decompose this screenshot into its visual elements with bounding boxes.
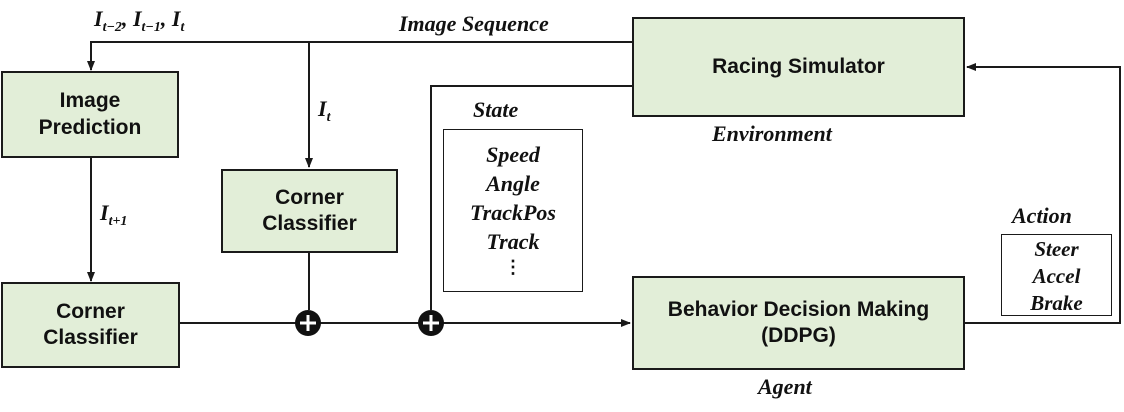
it1-label: It+1 — [100, 200, 128, 229]
state-item: TrackPos — [470, 200, 556, 225]
action-label: Action — [1012, 203, 1072, 228]
sum-junction-icon — [418, 310, 444, 336]
action-item: Steer — [1034, 237, 1079, 261]
state-item: Angle — [486, 171, 540, 196]
action-item: Brake — [1030, 291, 1083, 315]
it-label: It — [318, 96, 331, 125]
agent-label: Agent — [758, 374, 812, 399]
action-item: Accel — [1032, 264, 1081, 288]
sum-junction-icon — [295, 310, 321, 336]
state-item: Speed — [486, 142, 540, 167]
edge-simulator-to-image-prediction — [87, 41, 634, 71]
state-item: Track — [486, 229, 540, 254]
environment-label: Environment — [712, 121, 832, 146]
racing-simulator-box: Racing Simulator — [632, 17, 965, 117]
state-label: State — [473, 97, 519, 122]
corner-classifier-bottom-box: Corner Classifier — [1, 282, 180, 368]
action-list: Steer Accel Brake — [1001, 234, 1112, 316]
state-list: Speed Angle TrackPos Track ⋮ — [443, 129, 583, 292]
edge-action-feedback — [965, 63, 1121, 324]
image-sequence-label: Image Sequence — [399, 11, 549, 36]
image-prediction-box: Image Prediction — [1, 71, 179, 158]
ddpg-box: Behavior Decision Making (DDPG) — [632, 276, 965, 370]
frames-label: It−2, It−1, It — [94, 6, 185, 35]
edge-state-to-sum — [430, 85, 634, 310]
corner-classifier-top-box: Corner Classifier — [221, 169, 398, 253]
state-item: ⋮ — [504, 257, 522, 277]
